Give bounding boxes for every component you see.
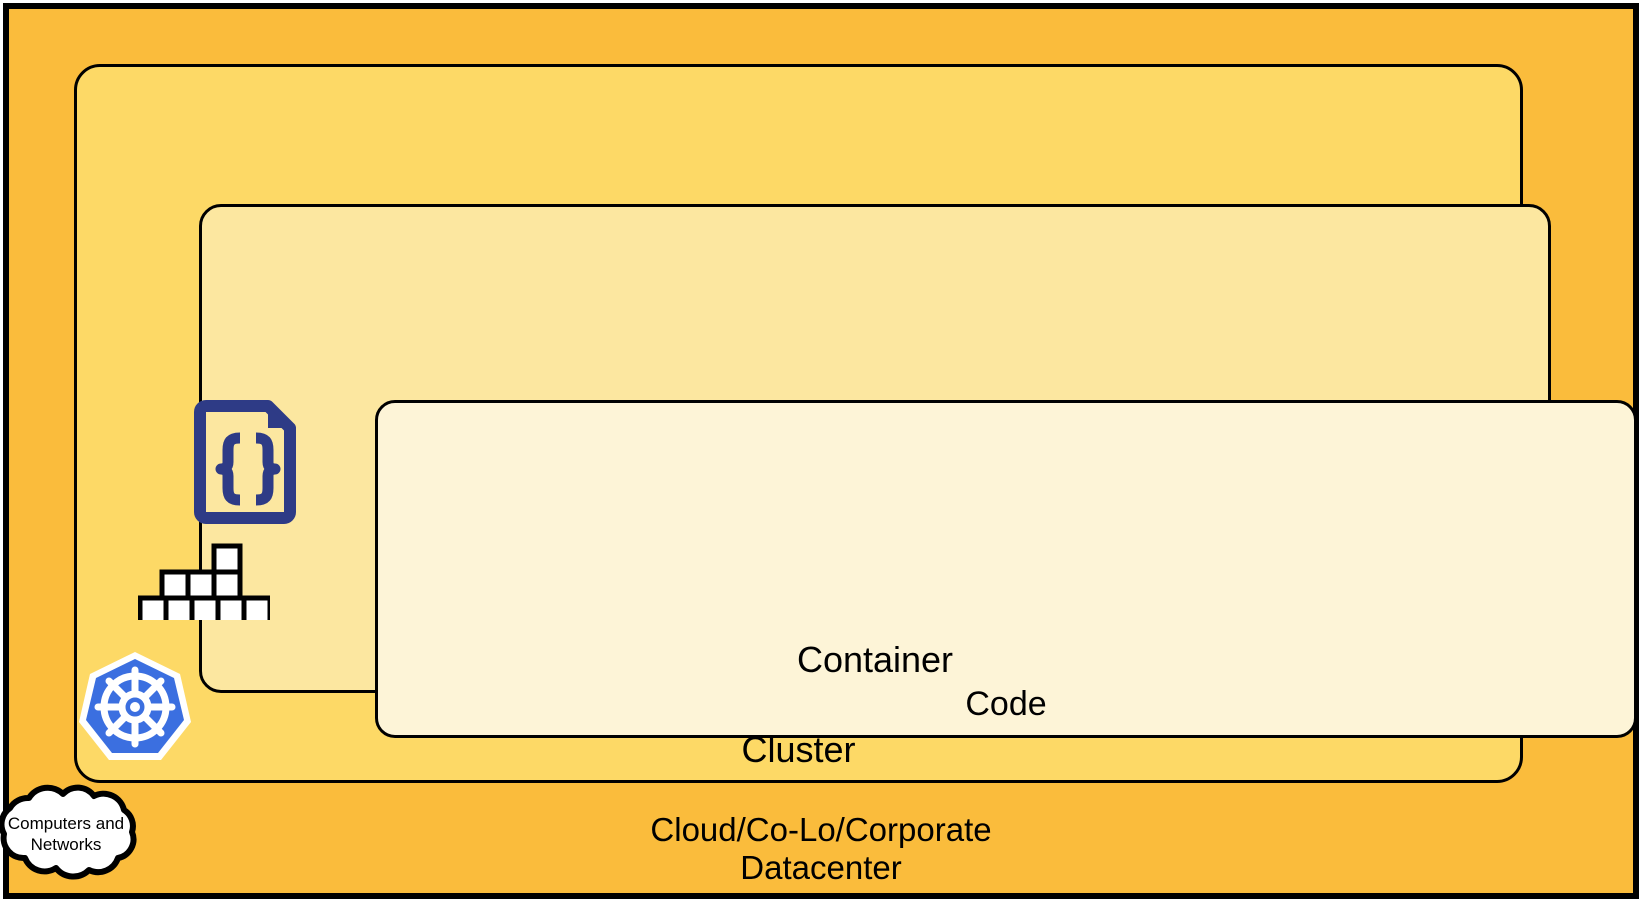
computers-and-networks-cloud: Computers and Networks [0, 778, 150, 890]
json-document-icon [194, 394, 302, 524]
layer-datacenter: Code Container Cluster Cloud/Co-Lo/Corpo… [3, 3, 1639, 899]
layer-label-datacenter-line2: Datacenter [740, 849, 902, 887]
kubernetes-icon [79, 650, 191, 762]
stacked-boxes-icon [137, 542, 273, 627]
layer-cluster: Code Container Cluster [74, 64, 1637, 783]
layer-label-code: Code [965, 685, 1047, 724]
layer-container: Code Container [199, 204, 1637, 738]
layer-label-container: Container [796, 639, 954, 681]
layer-label-datacenter-line1: Cloud/Co-Lo/Corporate [650, 811, 992, 849]
layer-label-cluster: Cluster [741, 729, 856, 771]
layer-code: Code [375, 400, 1637, 738]
layer-label-datacenter: Cloud/Co-Lo/Corporate Datacenter [9, 811, 1633, 887]
